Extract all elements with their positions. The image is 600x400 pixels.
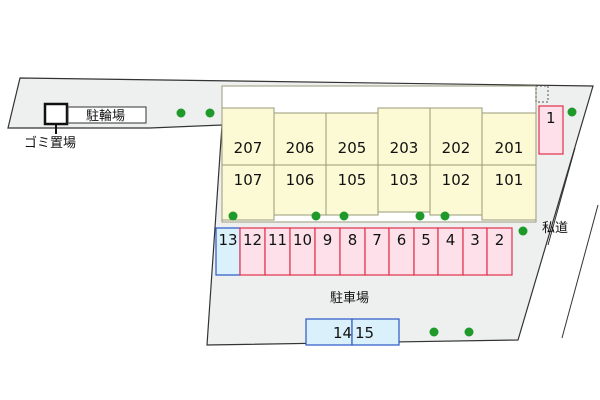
private-road-label: 私道 (542, 221, 568, 236)
parking-space-14-label: 14 (333, 324, 352, 342)
room-205: 205 (338, 139, 367, 157)
tree-icon (464, 327, 474, 337)
room-201: 201 (495, 139, 524, 157)
room-103: 103 (390, 171, 419, 189)
tree-icon (176, 108, 186, 118)
room-202: 202 (442, 139, 471, 157)
parking-space-label: 10 (293, 231, 312, 249)
private-road-edge (561, 204, 599, 339)
tree-icon (228, 211, 238, 221)
parking-space-label: 13 (218, 231, 237, 249)
room-105: 105 (338, 171, 367, 189)
parking-space-15-label: 15 (355, 324, 374, 342)
unit-205 (325, 112, 379, 216)
parking-space-1 (538, 105, 564, 155)
parking-space-12 (239, 227, 266, 276)
unit-201 (481, 112, 537, 221)
unit-203 (377, 107, 431, 213)
parking-space-label: 6 (397, 231, 407, 249)
tree-icon (518, 226, 528, 236)
parking-space-label: 7 (372, 231, 382, 249)
unit-202 (429, 107, 483, 216)
trees (176, 107, 577, 337)
private-road-edge (547, 147, 576, 246)
bike-parking-label: 駐輪場 (86, 108, 125, 124)
tree-icon (339, 211, 349, 221)
parking-space-label: 4 (446, 231, 456, 249)
parking-space-2 (486, 227, 513, 276)
parking-space-9 (314, 227, 341, 276)
parking-space-7 (364, 227, 390, 276)
parking-space-1-label: 1 (546, 109, 556, 127)
parking-space-15 (351, 318, 400, 346)
unit-206 (273, 112, 327, 216)
parking-space-10 (289, 227, 316, 276)
garbage-box-icon (43, 102, 69, 126)
tree-icon (311, 211, 321, 221)
parking-space-label: 8 (348, 231, 358, 249)
room-107: 107 (234, 171, 263, 189)
parking-label: 駐車場 (330, 291, 369, 306)
parking-space-label: 12 (243, 231, 262, 249)
room-102: 102 (442, 171, 471, 189)
parking-space-label: 11 (268, 231, 287, 249)
parking-space-4 (437, 227, 464, 276)
tree-icon (429, 327, 439, 337)
bike-parking-box (67, 106, 147, 124)
parking-space-11 (264, 227, 291, 276)
parking-space-label: 2 (495, 231, 505, 249)
parking-space-label: 9 (323, 231, 333, 249)
dashed-box (535, 85, 549, 103)
parking-space-label: 3 (470, 231, 480, 249)
building-units: 207 107 206 106 205 105 203 103 202 102 201 101 (221, 107, 537, 221)
tree-icon (440, 211, 450, 221)
room-101: 101 (495, 171, 524, 189)
room-206: 206 (286, 139, 315, 157)
unit-207 (221, 107, 275, 221)
parking-space-5 (413, 227, 439, 276)
parking-space-14 (305, 318, 353, 346)
garbage-label: ゴミ置場 (24, 135, 76, 151)
tree-icon (205, 108, 215, 118)
parking-space-label: 5 (421, 231, 431, 249)
tree-icon (415, 211, 425, 221)
room-106: 106 (286, 171, 315, 189)
tree-icon (567, 107, 577, 117)
parking-space-3 (462, 227, 488, 276)
room-203: 203 (390, 139, 419, 157)
room-207: 207 (234, 139, 263, 157)
